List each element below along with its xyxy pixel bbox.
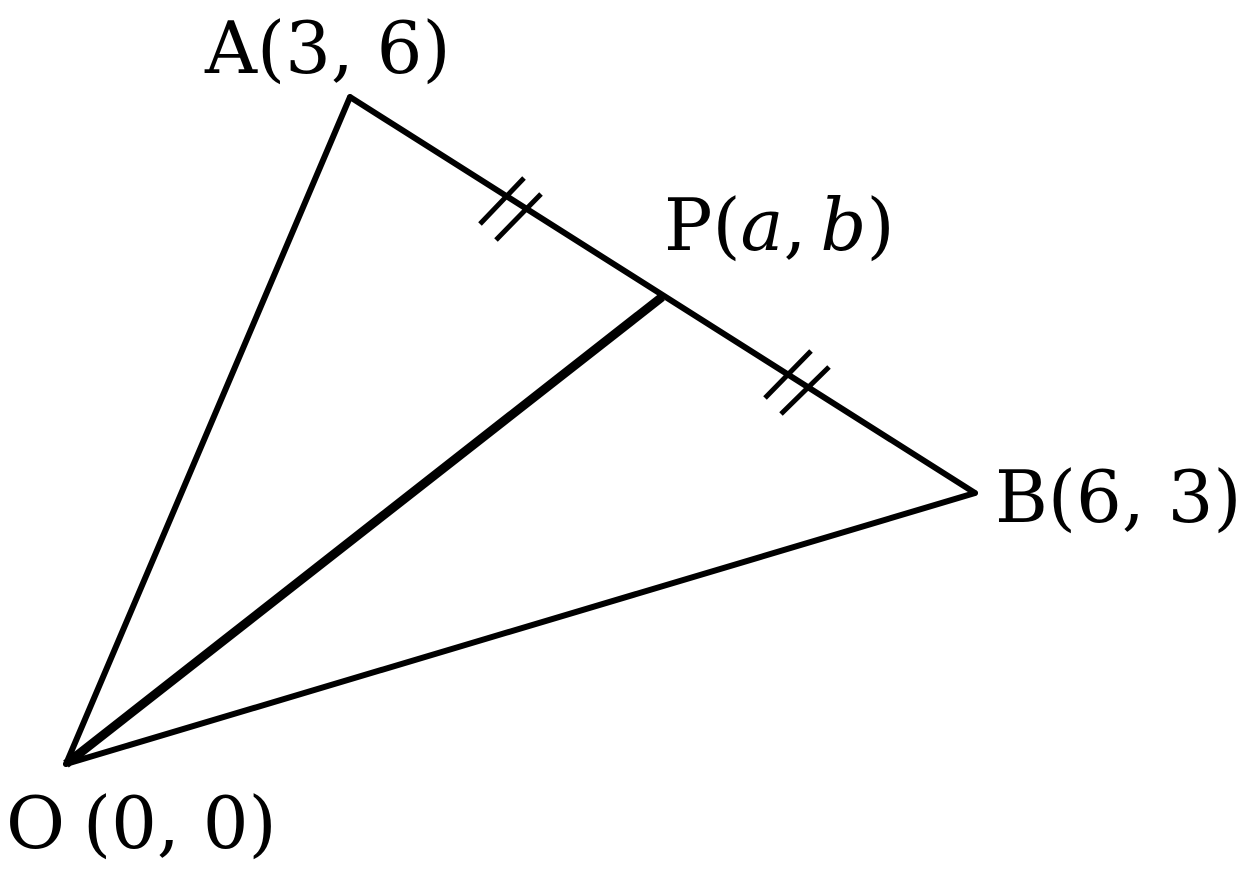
label-a: A(3, 6) (204, 6, 451, 90)
tick-pb-1 (763, 349, 813, 400)
label-a-name: A (204, 6, 258, 90)
label-o-coords: (0, 0) (83, 781, 277, 865)
label-p: P(a,b) (664, 183, 895, 267)
label-o-name: O (6, 781, 65, 865)
label-p-open: ( (712, 183, 740, 267)
tick-ap-2 (494, 192, 543, 242)
label-b-name: B (995, 455, 1048, 539)
tick-pb-2 (779, 365, 831, 416)
label-p-close: ) (866, 183, 894, 267)
tick-ap-1 (478, 176, 526, 226)
label-b: B(6, 3) (995, 455, 1242, 539)
segment-ab (347, 94, 978, 496)
label-p-b: b (820, 183, 866, 267)
label-b-coords: (6, 3) (1048, 455, 1242, 539)
label-o: O(0, 0) (6, 781, 277, 865)
label-p-a: a (741, 183, 784, 267)
label-p-name: P (664, 183, 712, 267)
equal-mark-ap (478, 176, 543, 242)
segment-ob (63, 490, 978, 767)
segment-oa (63, 94, 353, 767)
equal-mark-pb (763, 349, 831, 416)
segment-op (63, 293, 665, 768)
label-p-comma: , (783, 183, 806, 267)
label-a-coords: (3, 6) (257, 6, 451, 90)
